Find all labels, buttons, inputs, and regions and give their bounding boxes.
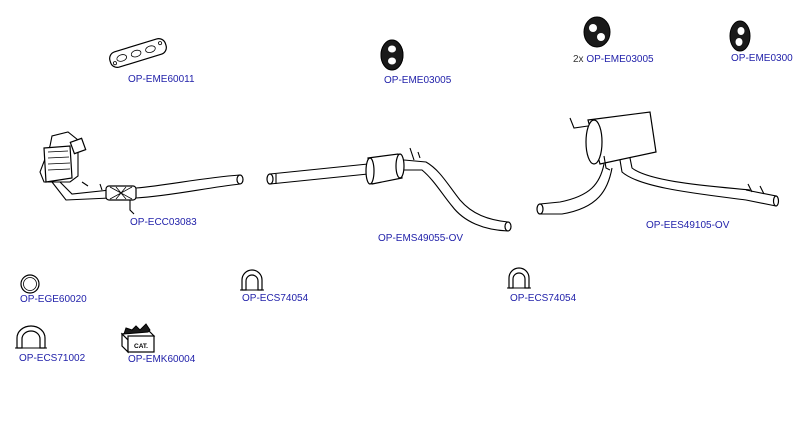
part-code-gasket-ring[interactable]: OP-EGE60020: [20, 294, 87, 305]
part-code-text: OP-EME03005: [586, 54, 654, 65]
part-code-gasket-manifold[interactable]: OP-EME60011: [128, 74, 195, 85]
part-code-clamp-right[interactable]: OP-ECS74054: [510, 293, 577, 304]
mounting-kit-box-text: CAT.: [134, 343, 148, 350]
gasket-ring-drawing[interactable]: [20, 274, 40, 294]
rubber-hanger-pair-drawing[interactable]: [583, 16, 611, 48]
part-code-rear-silencer[interactable]: OP-EES49105-OV: [646, 220, 730, 231]
part-code-clamp-left[interactable]: OP-ECS74054: [242, 293, 309, 304]
clamp-large-drawing[interactable]: [15, 325, 47, 349]
part-code-catalytic-converter[interactable]: OP-ECC03083: [130, 217, 197, 228]
part-code-hanger-rubber-pair[interactable]: 2x OP-EME03005: [573, 54, 654, 66]
clamp-right-drawing[interactable]: [507, 267, 531, 289]
middle-silencer-drawing[interactable]: [266, 147, 512, 232]
part-code-middle-silencer[interactable]: OP-EMS49055-OV: [378, 233, 464, 244]
quantity-label: 2x: [573, 54, 584, 65]
part-code-hanger-rubber-center[interactable]: OP-EME03005: [384, 75, 452, 86]
mounting-kit-drawing[interactable]: CAT.: [120, 323, 156, 354]
rear-silencer-drawing[interactable]: [536, 111, 780, 215]
part-code-hanger-rubber-right[interactable]: OP-EME0300: [731, 53, 793, 64]
rubber-hanger-right-drawing[interactable]: [729, 20, 751, 52]
catalytic-converter-drawing[interactable]: [39, 131, 244, 215]
part-code-clamp-large[interactable]: OP-ECS71002: [19, 353, 86, 364]
manifold-gasket-drawing[interactable]: [108, 37, 168, 69]
rubber-hanger-center-drawing[interactable]: [380, 39, 404, 71]
clamp-left-drawing[interactable]: [240, 269, 264, 291]
part-code-mounting-kit[interactable]: OP-EMK60004: [128, 354, 196, 365]
